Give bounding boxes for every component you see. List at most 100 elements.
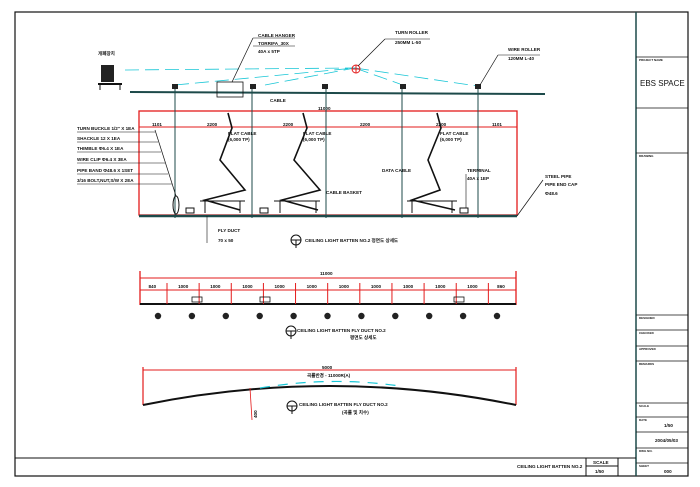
circuit-marker	[459, 312, 467, 320]
tb-scale-label: SCALE	[639, 404, 649, 408]
svg-text:70 x 50: 70 x 50	[218, 238, 234, 243]
svg-text:(6,000 TP): (6,000 TP)	[303, 137, 325, 142]
plan-overall-dimension: 11000	[320, 271, 333, 276]
circuit-marker	[188, 312, 196, 320]
cable-baskets	[185, 200, 469, 214]
circuit-marker	[324, 312, 331, 320]
segment-dimension: 860	[497, 284, 505, 289]
svg-text:40A x 1EP: 40A x 1EP	[467, 176, 489, 181]
curve-top-dimension: 5000	[322, 365, 333, 370]
footer-scale-label: SCALE	[593, 460, 609, 465]
segment-dimension: 1000	[467, 284, 478, 289]
segment-dimension: 1000	[371, 284, 382, 289]
svg-text:3/16 BOLT,NUT,S/W X 2EA: 3/16 BOLT,NUT,S/W X 2EA	[77, 178, 134, 183]
curved-batten	[142, 385, 517, 406]
drawing-header: DRAWING	[639, 154, 654, 158]
svg-text:120MM L-40: 120MM L-40	[508, 56, 534, 61]
svg-text:CEILING LIGHT BATTEN FLY DUCT: CEILING LIGHT BATTEN FLY DUCT NO.2	[299, 402, 388, 407]
cable-hanger-callout: CABLE HANGER TORRIFA_30X 40A x 5TP	[253, 33, 296, 54]
segment-dimension: 1000	[435, 284, 446, 289]
circuit-marker	[358, 312, 365, 320]
svg-text:(6,000 TP): (6,000 TP)	[228, 137, 250, 142]
svg-text:2200: 2200	[436, 122, 447, 127]
segment-dimension: 1000	[242, 284, 253, 289]
svg-text:WIRE CLIP Φ6.4 X 3EA: WIRE CLIP Φ6.4 X 3EA	[77, 157, 127, 162]
designed-label: DESIGNED	[639, 316, 656, 320]
svg-text:CEILING LIGHT BATTEN FLY DUCT: CEILING LIGHT BATTEN FLY DUCT NO.2	[297, 328, 386, 333]
flat-cable-paths	[201, 112, 456, 211]
svg-text:CABLE HANGER: CABLE HANGER	[258, 33, 296, 38]
approved-label: APPROVED	[639, 347, 657, 351]
footer-strip: CEILING LIGHT BATTEN NO.2 SCALE 1/50	[517, 458, 619, 476]
curve-caption: CEILING LIGHT BATTEN FLY DUCT NO.2 (곡률 및…	[286, 400, 388, 416]
svg-text:FLY DUCT: FLY DUCT	[218, 228, 240, 233]
segment-dimension: 840	[148, 284, 156, 289]
svg-text:TURN BUCKLE 1/2" X 1EA: TURN BUCKLE 1/2" X 1EA	[77, 126, 135, 131]
cable-basket-label: CABLE BASKET	[326, 190, 362, 195]
circuit-marker	[222, 312, 229, 320]
circuit-marker	[154, 312, 162, 320]
segment-dimension: 1000	[307, 284, 318, 289]
svg-text:2200: 2200	[207, 122, 218, 127]
project-name: EBS SPACE	[640, 79, 685, 88]
circuit-marker	[290, 312, 297, 320]
footer-title: CEILING LIGHT BATTEN NO.2	[517, 464, 583, 469]
circuit-markers	[154, 312, 501, 320]
circuit-marker	[392, 312, 399, 320]
dwg-no-label: DWG NO.	[639, 449, 653, 453]
motor-winch-icon	[98, 65, 122, 90]
plan-ducts	[191, 296, 465, 303]
terminal-callout: TERMINAL 40A x 1EP	[465, 168, 491, 208]
motor-label: 개폐장치	[98, 50, 115, 57]
elevation-caption: CEILING LIGHT BATTEN NO.2 정면도 상세도	[290, 234, 399, 248]
svg-text:FLAT CABLE: FLAT CABLE	[303, 131, 332, 136]
segment-dimension: 1000	[210, 284, 221, 289]
svg-text:FLAT CABLE: FLAT CABLE	[228, 131, 257, 136]
svg-text:CEILING LIGHT BATTEN NO.2 정면도: CEILING LIGHT BATTEN NO.2 정면도 상세도	[305, 237, 399, 244]
checked-label: CHECKED	[639, 331, 655, 335]
svg-text:FLAT CABLE: FLAT CABLE	[440, 131, 469, 136]
sheet-label: SHEET	[639, 464, 649, 468]
svg-text:STEEL PIPE: STEEL PIPE	[545, 174, 571, 179]
wire-roller-callout: WIRE ROLLER 120MM L-40	[498, 47, 541, 61]
svg-text:Φ48.6: Φ48.6	[545, 191, 558, 196]
curve-view: 5000 곡률반경 - 11000R(A) 400 CEILING LIGHT …	[142, 365, 517, 421]
svg-text:TERMINAL: TERMINAL	[467, 168, 491, 173]
svg-text:WIRE ROLLER: WIRE ROLLER	[508, 47, 541, 52]
flat-cable-callouts: FLAT CABLE (6,000 TP) FLAT CABLE (6,000 …	[228, 131, 469, 142]
circuit-marker	[493, 312, 501, 320]
project-header: PROJECT NAME	[639, 58, 663, 62]
svg-text:TURN ROLLER: TURN ROLLER	[395, 30, 429, 35]
bay-dimensions: 1101 2200 2200 2200 2200 1101	[152, 122, 502, 127]
svg-text:(곡률 및 치수): (곡률 및 치수)	[342, 409, 369, 416]
turnbuckle-icon	[172, 195, 180, 215]
data-cable-label: DATA CABLE	[382, 168, 411, 173]
svg-text:2200: 2200	[360, 122, 371, 127]
sheet-value: 000	[664, 469, 672, 474]
segment-dimension: 1000	[403, 284, 414, 289]
svg-text:1101: 1101	[152, 122, 162, 127]
segment-dimension: 1000	[178, 284, 189, 289]
svg-text:PIPE BAND Φ48.6 X 1SET: PIPE BAND Φ48.6 X 1SET	[77, 168, 133, 173]
footer-scale-value: 1/50	[595, 469, 604, 474]
date-label: DATE	[639, 418, 647, 422]
date-value: 2004/05/03	[655, 438, 678, 443]
steel-pipe-callout: STEEL PIPE PIPE END CAP Φ48.6	[516, 174, 577, 217]
wire-label: CABLE	[270, 98, 286, 103]
turn-roller-callout: TURN ROLLER 250MM L-50	[385, 30, 430, 45]
elevation-view: 개폐장치 CABLE CABLE HANGER TORRIFA_30X 40A …	[77, 30, 577, 248]
overall-dimension: 11000	[318, 106, 331, 111]
svg-text:1101: 1101	[492, 122, 502, 127]
cable-hanger-detail-box	[216, 81, 244, 98]
remarks-label: REMARKS	[639, 362, 654, 366]
segment-dimension: 1000	[339, 284, 350, 289]
svg-text:TORRIFA_30X: TORRIFA_30X	[258, 41, 290, 46]
left-hardware-callouts: TURN BUCKLE 1/2" X 1EA SHACKLE 12 X 1EA …	[77, 126, 172, 185]
curve-radius-text: 곡률반경 - 11000R(A)	[307, 372, 351, 379]
svg-text:SHACKLE 12 X 1EA: SHACKLE 12 X 1EA	[77, 136, 121, 141]
svg-text:250MM L-50: 250MM L-50	[395, 40, 421, 45]
svg-text:평면도 상세도: 평면도 상세도	[350, 334, 377, 341]
circuit-marker	[426, 312, 433, 320]
